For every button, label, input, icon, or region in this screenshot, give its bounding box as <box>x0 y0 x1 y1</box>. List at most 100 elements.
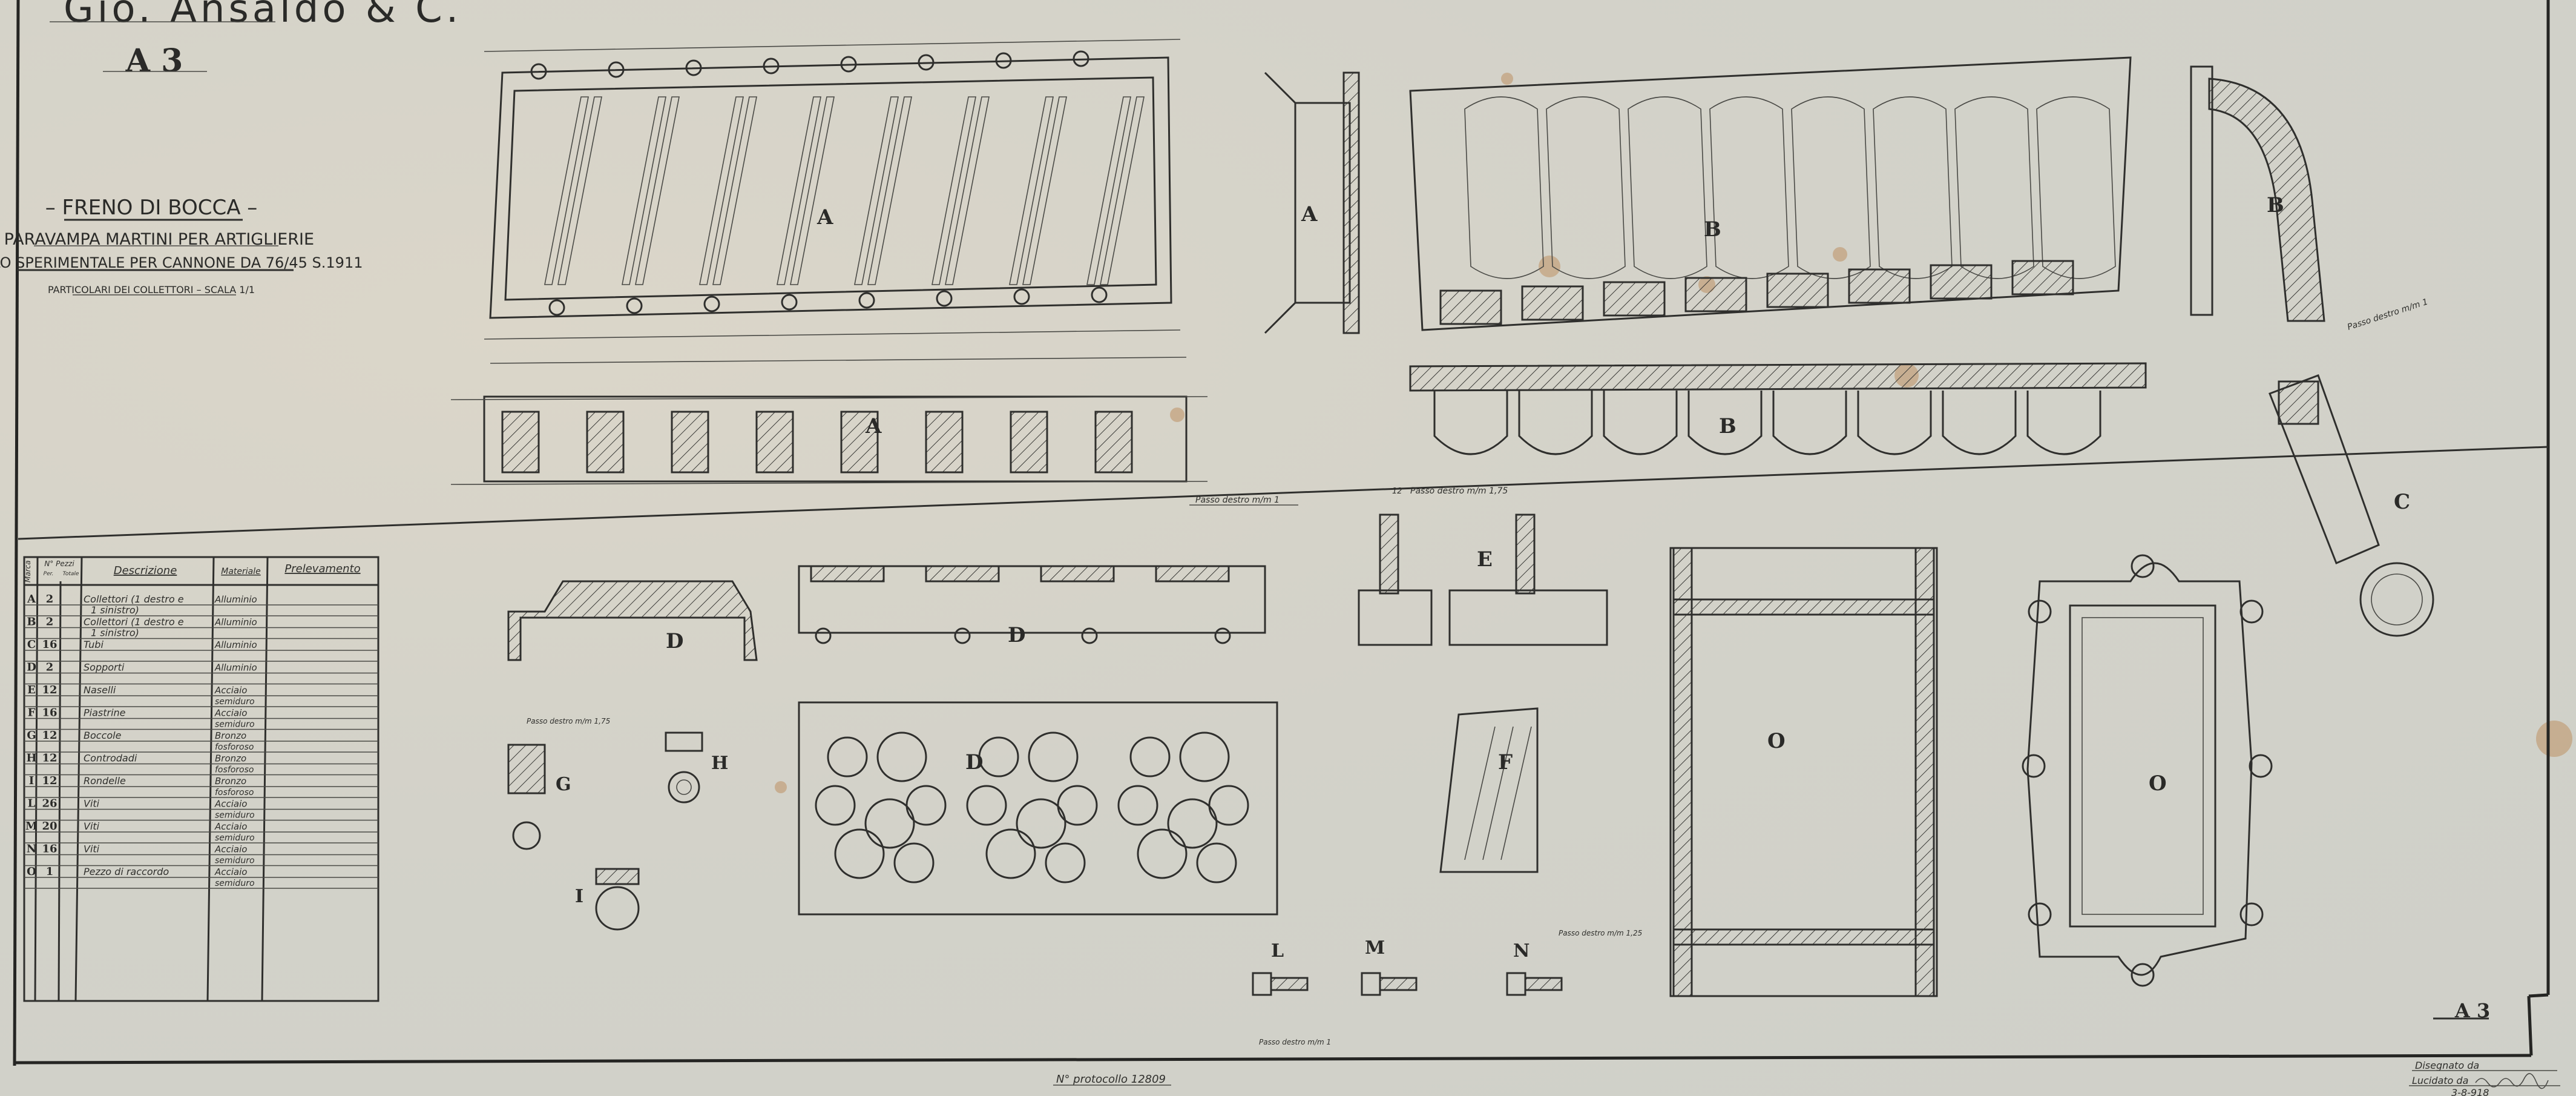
row-material: Alluminio <box>214 617 257 628</box>
nose-e-side <box>1358 589 1433 646</box>
bolt-hole <box>1214 627 1231 644</box>
row-material: Acciaio <box>214 867 247 877</box>
support-d-plan <box>798 701 1278 916</box>
support-d-section <box>507 580 758 661</box>
vent-slot <box>867 96 912 285</box>
label-c: C <box>2394 490 2410 514</box>
tube-stub <box>2011 260 2074 295</box>
support-d-side <box>798 565 1266 634</box>
row-description: Controdadi <box>84 753 137 764</box>
drawn-by-label: Disegnato da <box>2415 1060 2479 1071</box>
row-mark: B <box>27 616 36 629</box>
bolt-hole <box>1013 288 1030 305</box>
row-mark: L <box>28 797 36 810</box>
tube-hole <box>905 785 947 826</box>
tube-hole <box>1167 798 1218 849</box>
nose-e-body <box>1448 589 1608 646</box>
row-qty: 12 <box>42 729 57 742</box>
header-material: Materiale <box>221 567 261 576</box>
row-material-cont: semiduro <box>215 720 255 730</box>
washer-i <box>595 868 640 885</box>
row-qty: 16 <box>42 843 57 856</box>
row-qty: 16 <box>42 707 57 719</box>
chamber <box>1546 96 1626 279</box>
bushing-g <box>507 744 546 794</box>
vent-slot <box>945 96 990 285</box>
bolt-hole <box>530 63 547 80</box>
label-m: M <box>1365 937 1385 959</box>
row-qty: 12 <box>42 684 57 696</box>
tube-hole <box>1117 785 1158 826</box>
tube-hole <box>1179 731 1230 782</box>
bolt-hole <box>763 58 780 74</box>
bolt-hole <box>2239 902 2264 926</box>
flange <box>2190 65 2213 316</box>
row-description: Piastrine <box>84 707 126 719</box>
bolt-hole <box>918 54 935 71</box>
parts-table: Marca N° Pezzi Per. Totale Descrizione M… <box>23 556 380 1002</box>
bolt-hole <box>2249 754 2273 778</box>
chamber <box>1709 96 1789 279</box>
bolt-hole <box>2239 599 2264 624</box>
label-n: N <box>1513 940 1530 962</box>
row-mark: A <box>27 593 36 606</box>
rib-section <box>1094 411 1133 474</box>
note-thread-a: Passo destro m/m 1 <box>1195 495 1280 505</box>
boss <box>1040 565 1115 583</box>
row-qty: 12 <box>42 752 57 765</box>
vent-slot <box>622 96 666 285</box>
bolt-hole <box>936 290 953 307</box>
connector-o-section <box>1669 547 1938 997</box>
row-material-cont: fosforoso <box>215 788 254 797</box>
bolt-hole <box>840 56 857 73</box>
boss <box>810 565 885 583</box>
label-a-end: A <box>1301 202 1318 226</box>
vent-slot <box>790 96 835 285</box>
bushing-g-end <box>512 821 541 850</box>
vent-slot <box>854 96 899 285</box>
bolt-hole <box>1073 50 1089 67</box>
sheet-code: A 3 <box>125 42 183 79</box>
dimension-line <box>450 396 1208 400</box>
nut-h-bore <box>676 779 692 795</box>
row-qty: 16 <box>42 638 57 651</box>
bolt-hole <box>685 59 702 76</box>
chamber-section <box>1857 391 1932 455</box>
label-h: H <box>711 753 728 774</box>
row-description-cont: 1 sinistro) <box>91 604 139 616</box>
row-mark: M <box>25 820 38 833</box>
tube-stub <box>1439 289 1502 325</box>
label-i: I <box>575 886 583 907</box>
screw-shank <box>1524 977 1563 991</box>
header-total: Totale <box>63 571 79 577</box>
note-thread-lm: Passo destro m/m 1 <box>1259 1038 1331 1046</box>
bolt-hole <box>2131 554 2155 578</box>
vent-slot <box>544 96 589 285</box>
row-material: Alluminio <box>214 662 257 673</box>
vent-slot <box>1100 96 1145 285</box>
row-material-cont: semiduro <box>215 697 255 707</box>
label-d-side: D <box>1008 623 1025 647</box>
label-f: F <box>1498 750 1513 774</box>
thread <box>2278 380 2319 425</box>
collector-a-inner <box>504 76 1157 301</box>
chamber-section <box>1518 391 1593 455</box>
chamber-section <box>1942 391 2017 455</box>
chamber-section <box>1603 391 1678 455</box>
row-material-cont: fosforoso <box>215 742 254 752</box>
chamber <box>1954 96 2034 279</box>
slot <box>1500 726 1532 860</box>
tube-hole <box>1208 785 1249 826</box>
dim-e: 12 <box>1392 487 1402 496</box>
rib-section <box>925 411 964 474</box>
row-mark: H <box>26 752 36 765</box>
label-b-end: B <box>2267 193 2284 217</box>
tube-hole <box>893 842 935 883</box>
row-material-cont: semiduro <box>215 833 255 843</box>
